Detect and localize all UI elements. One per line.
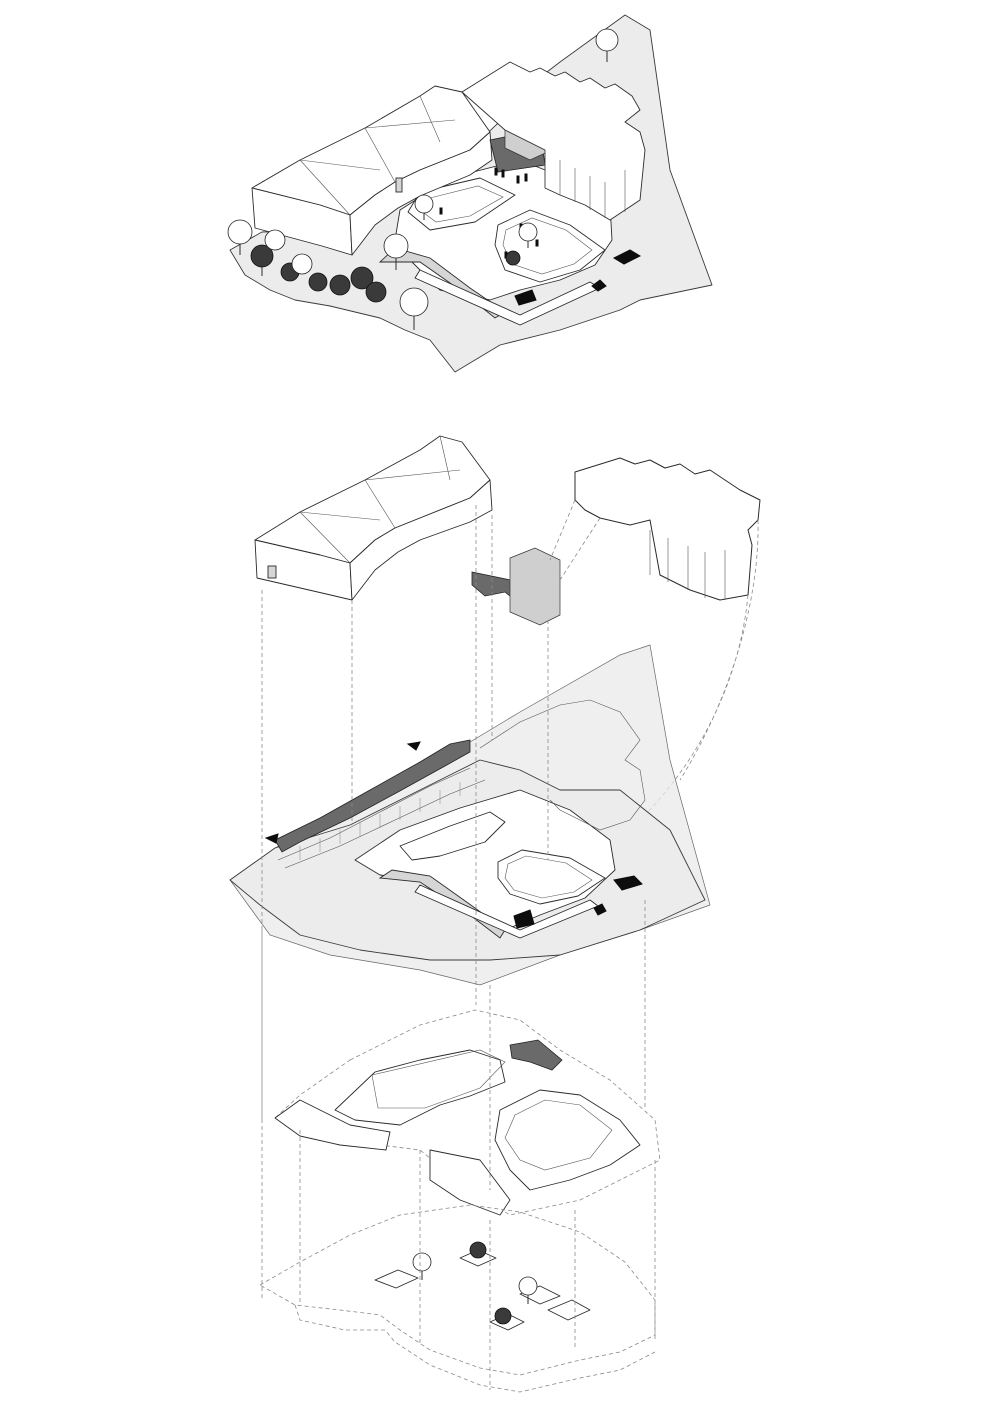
trees-bottom: [412, 1241, 538, 1325]
direction-arrow-icon: [264, 833, 279, 844]
black-pad-2: [514, 289, 537, 306]
tree-icon: [291, 253, 313, 275]
tree-icon: [250, 244, 274, 276]
tree-icon: [518, 222, 538, 248]
auditorium-building: [251, 85, 493, 256]
tree-icon: [595, 28, 619, 62]
tree-icon: [350, 266, 374, 290]
structure-level: [274, 1009, 661, 1216]
assembled-view: [227, 14, 713, 373]
residential-outline: [574, 457, 761, 601]
direction-arrow-icon: [406, 741, 421, 751]
courtyard-mid-2: [497, 849, 606, 905]
tree-icon: [412, 1252, 432, 1280]
slab-left: [274, 1099, 391, 1151]
ground-plate: [229, 644, 711, 986]
tree-icon: [505, 250, 521, 266]
slab-front: [429, 1149, 511, 1216]
tree-icon: [383, 233, 409, 270]
people: [439, 167, 539, 259]
auditorium-side: [349, 131, 493, 256]
trees-top: [227, 28, 619, 330]
courtyard-mid-1: [399, 811, 506, 861]
slab-mid: [334, 1049, 506, 1126]
black-pad-3: [591, 279, 607, 292]
glass-tower-exploded: [509, 547, 561, 626]
courtyard-1: [407, 177, 516, 231]
black-pad-mid-2: [513, 909, 535, 929]
pit-1: [374, 1269, 419, 1289]
tree-icon: [518, 1276, 538, 1304]
tree-icon: [264, 229, 286, 251]
auditorium-door: [395, 177, 403, 193]
black-pad-1: [612, 249, 642, 265]
slab-right: [494, 1089, 641, 1191]
tree-icon: [399, 287, 429, 330]
pit-4: [547, 1299, 591, 1321]
foundation-level: [259, 1204, 656, 1393]
black-pad-mid-3: [593, 903, 607, 916]
tree-icon: [494, 1307, 512, 1325]
tree-icon: [414, 194, 434, 220]
promenade: [274, 739, 471, 853]
bridge-stair: [509, 1039, 563, 1071]
residential-block: [461, 61, 646, 221]
exploded-buildings: [254, 435, 761, 821]
projection-lines: [261, 505, 656, 1390]
tree-icon: [308, 272, 328, 292]
black-pad-mid-1: [613, 875, 643, 891]
tree-icon: [329, 274, 351, 296]
tree-icon: [469, 1241, 487, 1259]
tree-icon: [227, 219, 253, 255]
tree-icon: [365, 281, 387, 303]
